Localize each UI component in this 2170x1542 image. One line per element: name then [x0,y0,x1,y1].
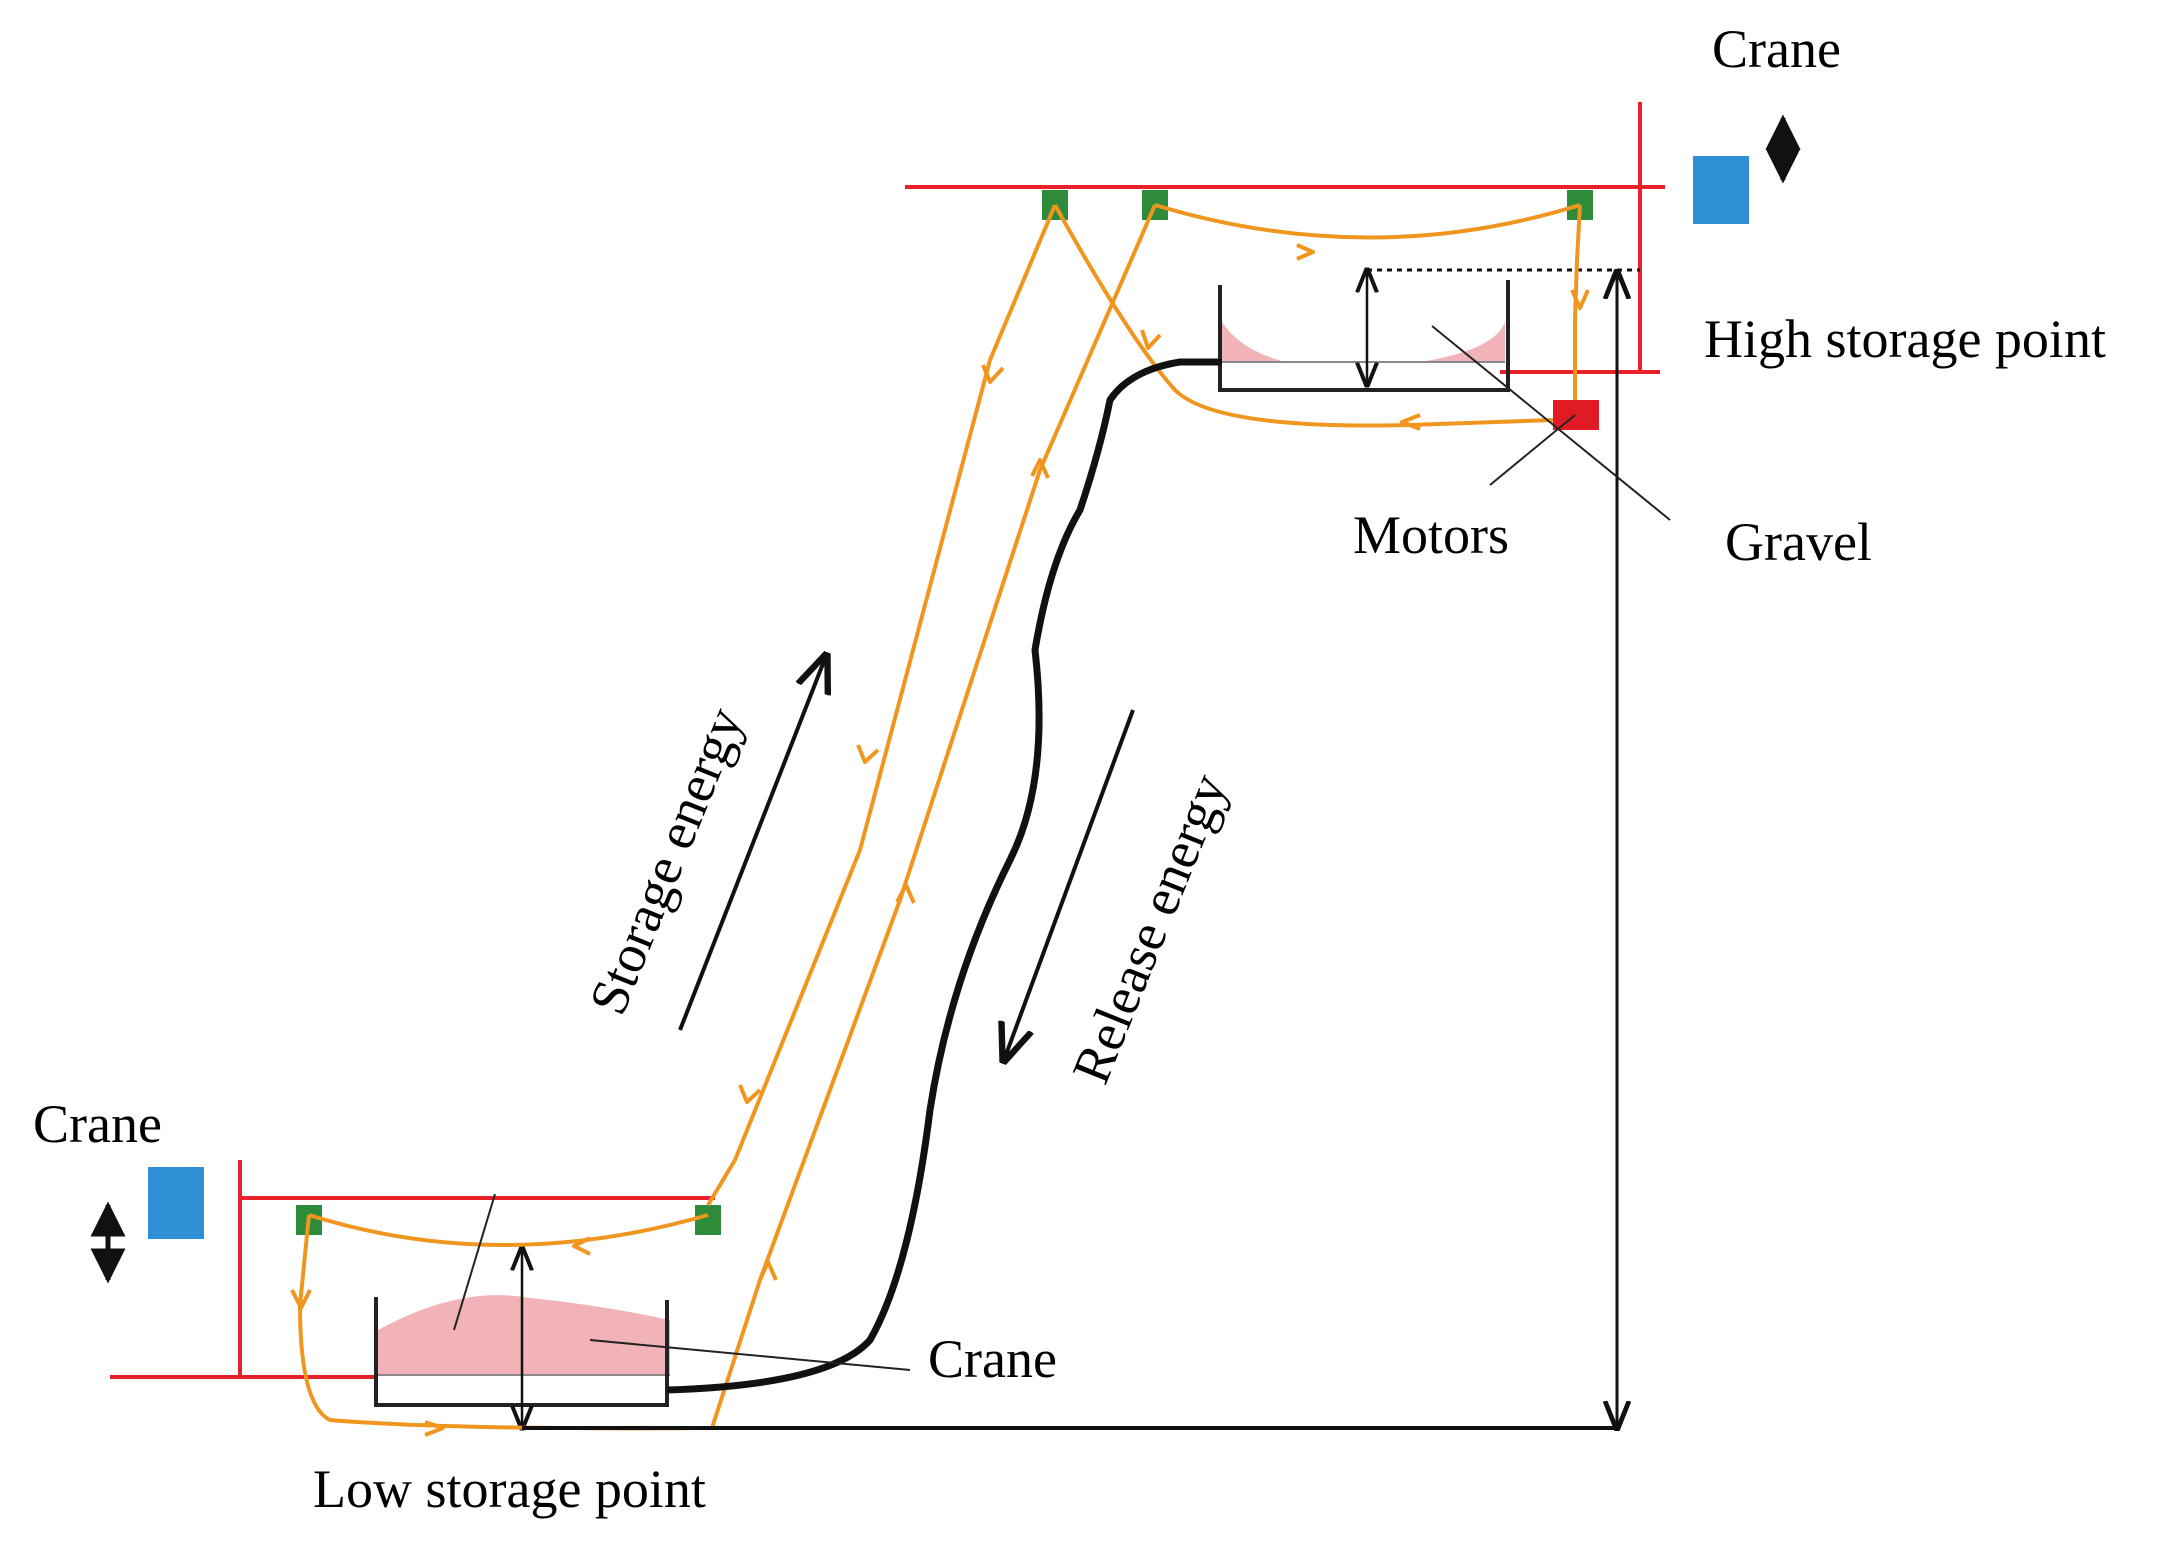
high-storage-point-label: High storage point [1704,309,2106,369]
motors-label: Motors [1353,505,1509,565]
crane-block-icon [148,1167,204,1239]
gravel-label: Gravel [1725,512,1872,572]
crane-block-icon [1693,156,1749,224]
high-storage-container [1218,270,1510,392]
release-energy-arrow [1004,709,1135,1060]
crane-left-label: Crane [33,1094,162,1154]
storage-energy-label: Storage energy [577,699,754,1022]
pulley-icon [695,1205,721,1235]
track-direction-arrows [290,243,1590,1437]
leader-lines [453,325,1671,1371]
release-energy-label: Release energy [1060,765,1238,1091]
top-rail [905,102,1665,374]
low-storage-point-label: Low storage point [313,1459,706,1519]
crane-bottom-label: Crane [928,1329,1057,1389]
storage-energy-arrow [678,656,826,1031]
bottom-rail [110,1160,715,1379]
low-storage-container [374,1248,670,1428]
motor-icon [1553,400,1599,430]
crane-top-label: Crane [1712,19,1841,79]
cable [666,358,1222,1394]
